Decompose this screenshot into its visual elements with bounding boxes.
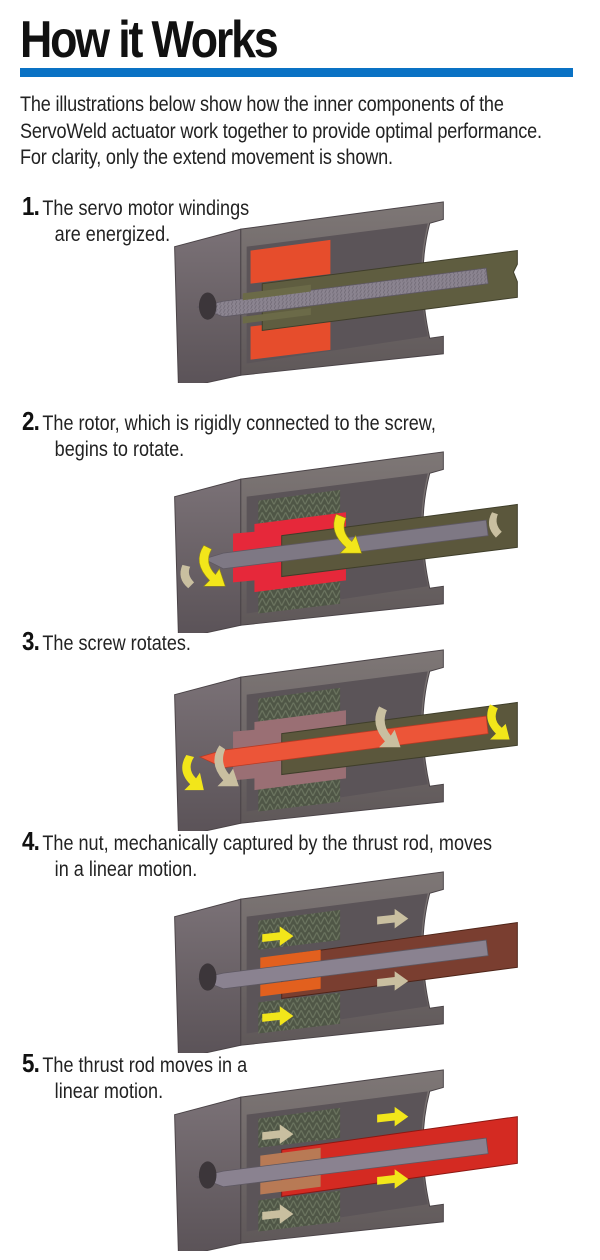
linear-arrow-icon bbox=[262, 1204, 294, 1224]
step-number: 5. bbox=[22, 1048, 40, 1078]
step-text-line2: linear motion. bbox=[54, 1080, 164, 1103]
step-1-caption: 1.The servo motor windings are energized… bbox=[22, 193, 249, 248]
step-text-line2: are energized. bbox=[54, 223, 171, 246]
linear-arrow-icon bbox=[262, 926, 294, 946]
rotation-arrow-icon bbox=[488, 512, 502, 538]
step-text-line1: The thrust rod moves in a bbox=[42, 1054, 248, 1077]
actuator-diagram-windings-energized bbox=[174, 201, 518, 383]
step-text-line1: The screw rotates. bbox=[42, 632, 191, 655]
rotation-arrow-icon bbox=[487, 704, 510, 740]
rotation-arrow-icon bbox=[180, 564, 195, 589]
page-title: How it Works bbox=[20, 11, 279, 69]
step-text-line1: The rotor, which is rigidly connected to… bbox=[42, 412, 436, 435]
rotation-arrow-icon bbox=[375, 706, 401, 748]
linear-arrow-icon bbox=[377, 908, 409, 929]
actuator-diagram-screw-rotates bbox=[174, 649, 518, 831]
step-number: 2. bbox=[22, 406, 40, 436]
rotation-arrow-icon bbox=[198, 544, 226, 587]
linear-arrow-icon bbox=[262, 1006, 294, 1026]
rotation-arrow-icon bbox=[182, 755, 204, 791]
linear-arrow-icon bbox=[262, 1124, 294, 1144]
linear-arrow-icon bbox=[377, 971, 409, 991]
step-number: 3. bbox=[22, 626, 40, 656]
step-4-caption: 4.The nut, mechanically captured by the … bbox=[22, 828, 492, 883]
intro-paragraph: The illustrations below show how the inn… bbox=[20, 93, 542, 169]
linear-arrow-icon bbox=[377, 1106, 409, 1127]
step-2-caption: 2.The rotor, which is rigidly connected … bbox=[22, 408, 436, 463]
step-text-line1: The servo motor windings bbox=[42, 197, 250, 220]
step-3-caption: 3.The screw rotates. bbox=[22, 628, 191, 657]
rotation-arrow-icon bbox=[333, 513, 362, 554]
step-5-caption: 5.The thrust rod moves in a linear motio… bbox=[22, 1050, 247, 1105]
step-text-line2: begins to rotate. bbox=[54, 438, 185, 461]
title-underline-rule bbox=[20, 68, 573, 77]
step-number: 4. bbox=[22, 826, 40, 856]
rotation-arrow-icon bbox=[214, 745, 239, 787]
actuator-diagram-rotor-rotates bbox=[174, 451, 518, 633]
linear-arrow-icon bbox=[377, 1169, 409, 1189]
actuator-diagram-thrust-rod-moves bbox=[174, 1069, 518, 1251]
step-text-line1: The nut, mechanically captured by the th… bbox=[42, 832, 493, 855]
step-text-line2: in a linear motion. bbox=[54, 858, 198, 881]
step-number: 1. bbox=[22, 191, 40, 221]
actuator-diagram-nut-moves bbox=[174, 871, 518, 1053]
